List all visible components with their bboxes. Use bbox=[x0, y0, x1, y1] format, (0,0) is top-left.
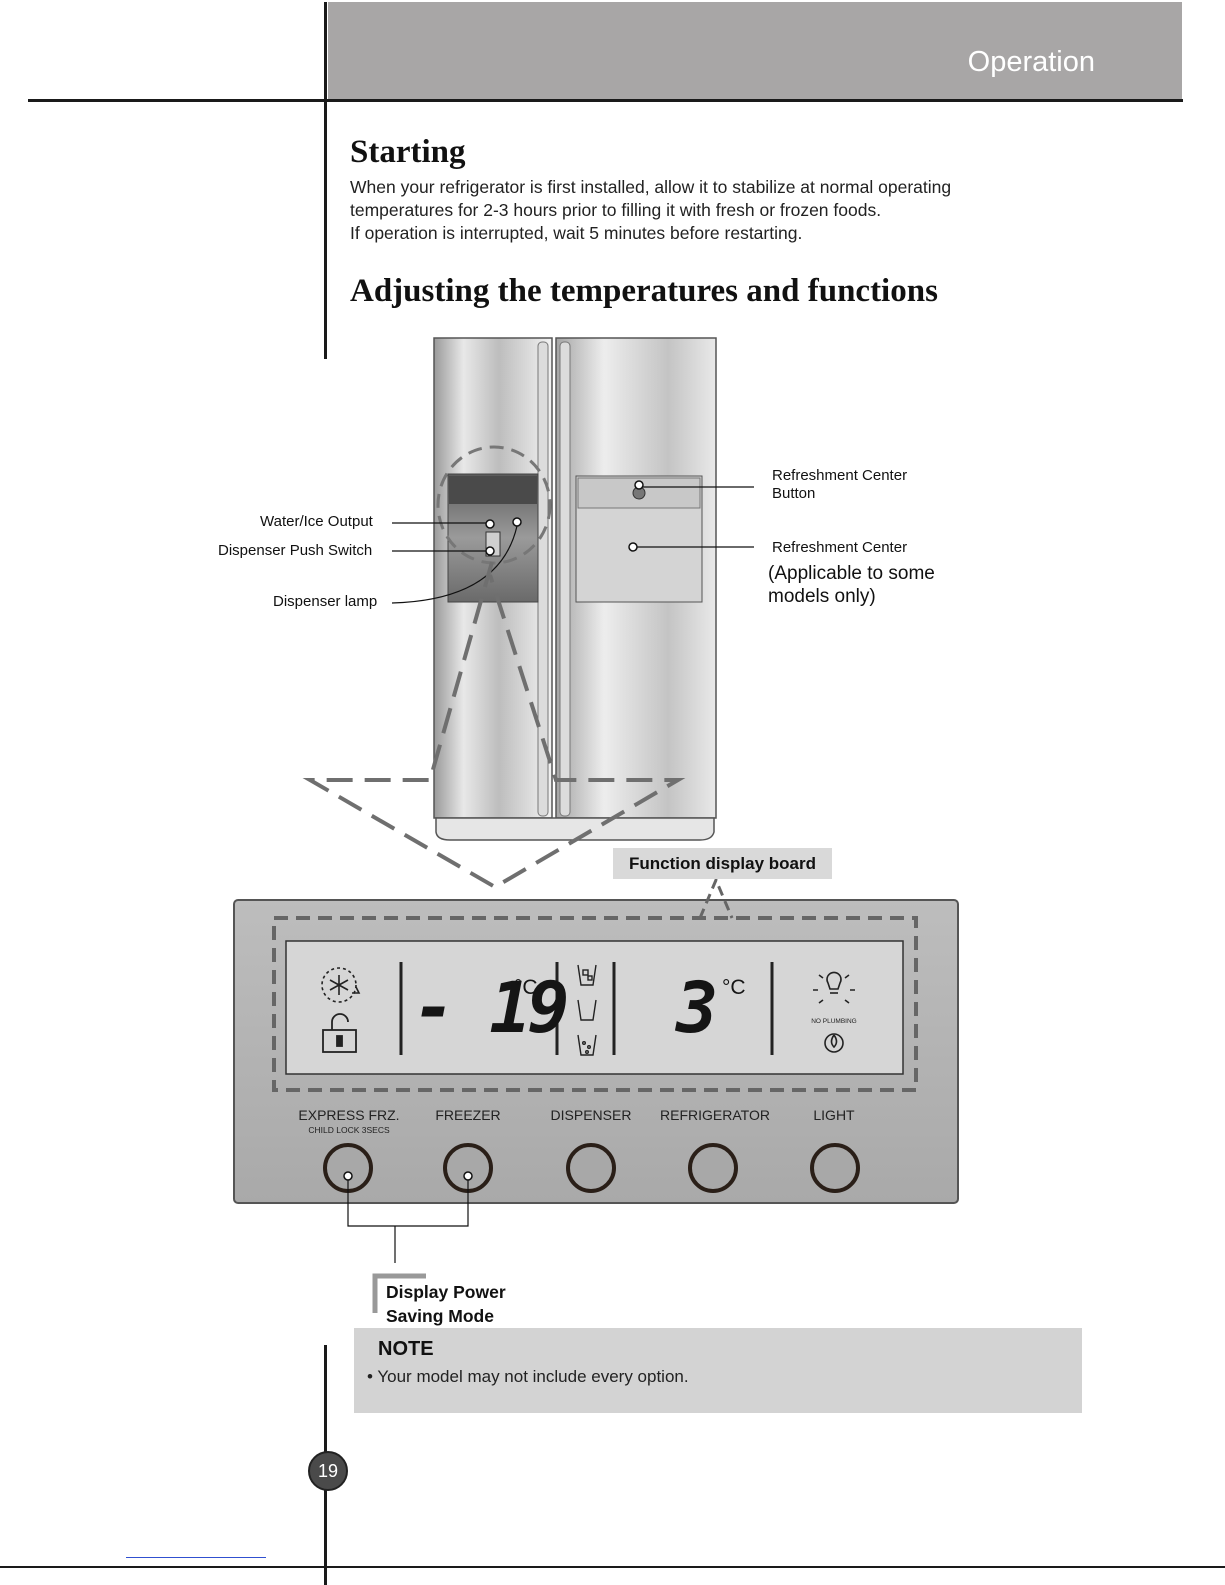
dispenser-label: DISPENSER bbox=[550, 1107, 632, 1123]
power-saving-bracket bbox=[347, 1180, 469, 1263]
starting-heading: Starting bbox=[350, 134, 466, 170]
freezer-temperature-readout: - 19 bbox=[413, 967, 570, 1049]
power-saving-line-2: Saving Mode bbox=[386, 1306, 494, 1326]
applicable-models-note: (Applicable to some models only) bbox=[768, 562, 935, 608]
header-band bbox=[328, 2, 1182, 100]
zoom-guide bbox=[302, 561, 686, 890]
header-rule bbox=[28, 99, 1183, 102]
function-display-board-label: Function display board bbox=[613, 848, 832, 879]
starting-line-1: When your refrigerator is first installe… bbox=[350, 177, 952, 197]
callout-leaders bbox=[391, 486, 754, 604]
express-frz-label: EXPRESS FRZ. bbox=[298, 1107, 400, 1123]
refreshment-center-label: Refreshment Center bbox=[772, 539, 908, 556]
footer-rule bbox=[0, 1566, 1225, 1568]
note-text: • Your model may not include every optio… bbox=[367, 1367, 689, 1386]
refreshment-button-line-1: Refreshment Center bbox=[772, 467, 908, 484]
express-freeze-icon bbox=[321, 967, 361, 1003]
fridge-temperature-readout: 3 bbox=[676, 967, 719, 1049]
margin-rule-top bbox=[324, 2, 327, 359]
power-saving-line-1: Display Power bbox=[386, 1282, 506, 1302]
power-saving-mode-label: Display Power Saving Mode bbox=[386, 1280, 506, 1328]
water-ice-output-label: Water/Ice Output bbox=[260, 513, 373, 530]
freezer-unit: °C bbox=[514, 976, 538, 999]
child-lock-label: CHILD LOCK 3SECS bbox=[308, 1125, 390, 1135]
footer-link-underline bbox=[126, 1557, 266, 1558]
no-plumbing-label: NO PLUMBING bbox=[811, 1018, 857, 1025]
light-label: LIGHT bbox=[813, 1107, 855, 1123]
dispenser-mode-icons bbox=[577, 964, 597, 1056]
note-box bbox=[354, 1328, 1082, 1413]
page-section-title: Operation bbox=[967, 46, 1095, 78]
applicable-line-2: models only) bbox=[768, 586, 876, 607]
no-plumbing-icon bbox=[824, 1033, 844, 1053]
starting-paragraph: When your refrigerator is first installe… bbox=[350, 176, 1050, 245]
page-number: 19 bbox=[317, 1461, 339, 1481]
refrigerator bbox=[433, 337, 717, 841]
note-title: NOTE bbox=[378, 1338, 434, 1360]
page-number-badge bbox=[308, 1451, 348, 1491]
refreshment-center-button-label: Refreshment Center Button bbox=[772, 467, 907, 503]
adjusting-heading: Adjusting the temperatures and functions bbox=[350, 273, 938, 309]
power-saving-marker bbox=[372, 1273, 426, 1313]
dispenser-push-switch-label: Dispenser Push Switch bbox=[218, 542, 373, 559]
applicable-line-1: (Applicable to some bbox=[768, 563, 935, 584]
starting-line-3: If operation is interrupted, wait 5 minu… bbox=[350, 223, 803, 243]
fridge-unit: °C bbox=[722, 976, 746, 999]
freezer-label: FREEZER bbox=[435, 1107, 501, 1123]
dispenser-lamp-label: Dispenser lamp bbox=[273, 593, 378, 610]
child-lock-icon bbox=[322, 1013, 357, 1053]
starting-line-2: temperatures for 2-3 hours prior to fill… bbox=[350, 200, 882, 220]
function-display-board bbox=[233, 876, 959, 1204]
refrigerator-label: REFRIGERATOR bbox=[660, 1107, 770, 1123]
light-icon bbox=[813, 971, 855, 1004]
refreshment-button-line-2: Button bbox=[772, 485, 816, 502]
